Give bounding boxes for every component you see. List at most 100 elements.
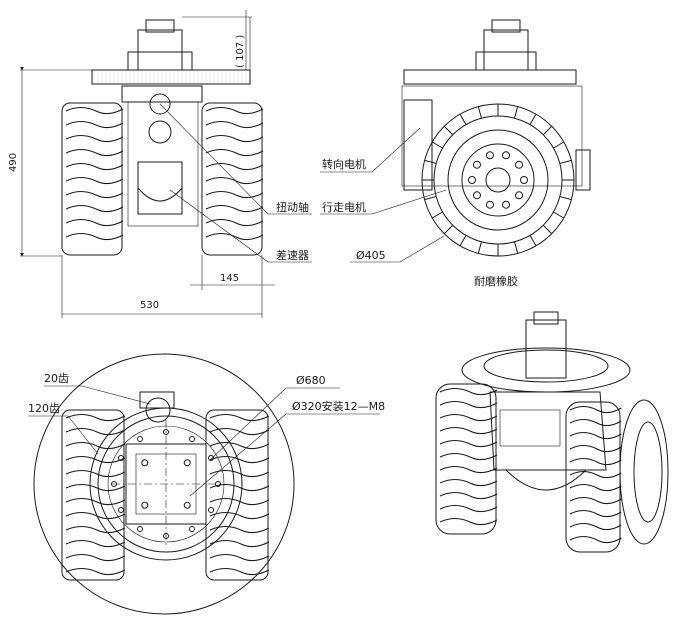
tread-lug	[569, 431, 622, 440]
hub-hole	[468, 176, 476, 184]
tread-lug	[205, 176, 264, 185]
tread-lug	[65, 427, 126, 436]
top-right-wheel	[205, 409, 269, 581]
tread-lug	[569, 483, 622, 492]
tread-lug	[209, 441, 270, 450]
wheel-lug	[559, 159, 572, 164]
tread-lug	[569, 444, 622, 453]
hub-hole	[502, 151, 511, 160]
bolt-hole	[163, 533, 169, 539]
bolt-hole	[208, 455, 215, 461]
tread-lug	[209, 455, 270, 464]
front-dimensions: 490 ( 107 ) 530 145	[8, 10, 275, 318]
side-wheel-hub	[485, 167, 511, 193]
tread-lug	[65, 120, 124, 129]
wheel-lug	[424, 196, 437, 201]
hub-hole	[515, 160, 524, 169]
hub-hole	[520, 176, 528, 184]
tread-lug	[209, 511, 270, 520]
tread-lug	[569, 496, 622, 505]
dim-107: ( 107 )	[235, 35, 246, 68]
tread-lug	[65, 413, 126, 422]
tread-lug	[569, 457, 622, 466]
tread-lug	[65, 106, 124, 115]
wheel-lug	[459, 235, 467, 247]
ring-teeth	[93, 71, 247, 83]
tread-lug	[439, 413, 498, 422]
bolt-hole	[215, 481, 221, 487]
dim-490: 490	[8, 153, 19, 172]
tread-lug	[65, 539, 126, 548]
tread-lug	[65, 218, 124, 227]
tread-lug	[205, 218, 264, 227]
bolt-hole	[111, 481, 117, 487]
tread-lug	[65, 148, 124, 157]
square-bolt	[183, 501, 191, 509]
tread-lug	[439, 491, 498, 500]
hub-holes	[468, 151, 528, 209]
tread-lug	[205, 204, 264, 213]
iso-motor	[525, 319, 567, 379]
square-bolt	[141, 459, 149, 467]
tread-lug	[439, 452, 498, 461]
side-wheel-lugs	[422, 104, 574, 256]
wheel-lug	[459, 113, 467, 125]
label-dia-320: Ø320安装12—M8	[292, 399, 385, 413]
tread-lug	[569, 522, 622, 531]
square-bolt	[141, 501, 149, 509]
tread-lug	[65, 525, 126, 534]
tread-lug	[209, 413, 270, 422]
label-gear-20: 20齿	[44, 372, 69, 385]
wheel-lug	[514, 241, 519, 254]
label-rubber: 耐磨橡胶	[474, 274, 518, 288]
wheel-lug	[529, 235, 537, 247]
tread-lug	[209, 539, 270, 548]
side-frame	[401, 85, 583, 187]
tread-lug	[65, 497, 126, 506]
label-drive-motor: 行走电机	[322, 200, 366, 214]
wheel-lug	[542, 224, 553, 235]
wheel-lug	[424, 159, 437, 164]
dim-530: 530	[140, 300, 159, 311]
hub-hole	[515, 191, 524, 200]
tread-lug	[65, 176, 124, 185]
tread-lug	[65, 204, 124, 213]
top-view: 20齿 120齿 Ø680 Ø320安装12—M8	[28, 353, 385, 615]
wheel-lug	[514, 106, 519, 119]
bolt-hole	[208, 507, 215, 513]
wheel-lug	[477, 241, 482, 254]
tread-lug	[209, 497, 270, 506]
tread-lug	[205, 148, 264, 157]
tread-lug	[439, 387, 498, 396]
wheel-lug	[553, 211, 565, 219]
tread-lug	[65, 455, 126, 464]
label-steering-motor: 转向电机	[322, 157, 366, 171]
label-torsion-shaft: 扭动轴	[276, 200, 309, 214]
wheel-lug	[542, 125, 553, 136]
tread-lug	[439, 478, 498, 487]
tread-lug	[569, 509, 622, 518]
tread-lug	[65, 469, 126, 478]
tread-pattern	[65, 106, 124, 241]
bolt-hole	[117, 455, 124, 461]
tread-lug	[205, 120, 264, 129]
tread-lug	[205, 162, 264, 171]
tread-lug	[65, 567, 126, 576]
tread-pattern	[439, 387, 498, 526]
hub-hole	[472, 160, 481, 169]
wheel-lug	[553, 141, 565, 149]
tread-lug	[209, 483, 270, 492]
tread-lug	[205, 232, 264, 241]
side-slewing-ring	[403, 69, 577, 85]
tread-lug	[439, 439, 498, 448]
tread-lug	[65, 190, 124, 199]
bolt-hole	[189, 435, 195, 442]
differential-housing	[137, 161, 183, 215]
wheel-lug	[431, 211, 443, 219]
label-differential: 差速器	[276, 248, 309, 262]
tread-pattern	[205, 106, 264, 241]
tread-lug	[209, 553, 270, 562]
tread-pattern	[569, 405, 622, 544]
dim-145: 145	[220, 273, 239, 284]
